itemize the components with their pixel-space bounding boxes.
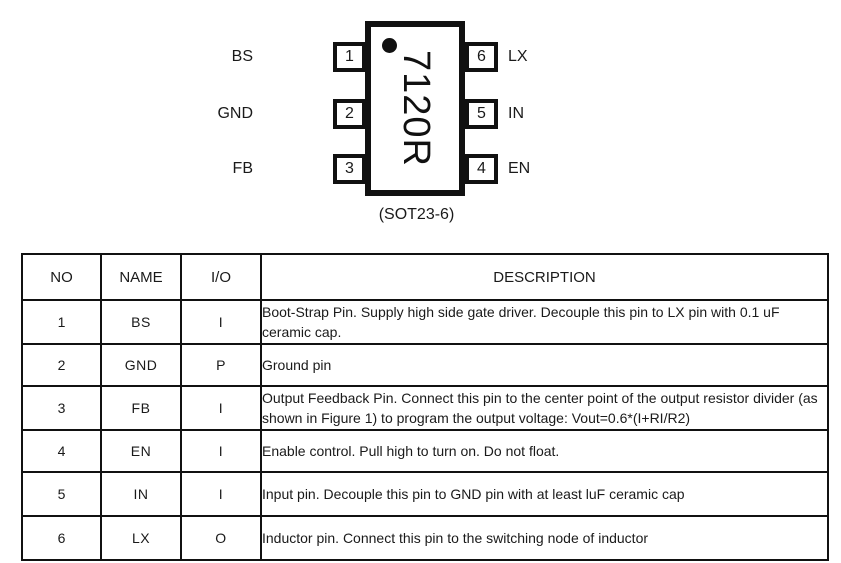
- cell-name: IN: [100, 471, 182, 517]
- cell-io: I: [180, 299, 262, 345]
- package-caption-text: (SOT23-6): [378, 206, 455, 223]
- table-row: 6 LX O Inductor pin. Connect this pin to…: [21, 515, 829, 561]
- cell-name: EN: [100, 429, 182, 473]
- pin-box-3: 3: [333, 154, 366, 184]
- cell-name: FB: [100, 385, 182, 431]
- pin-box-6: 6: [465, 42, 498, 72]
- cell-no: 5: [21, 471, 102, 517]
- table-header-row: NO NAME I/O DESCRIPTION: [21, 253, 829, 301]
- package-diagram: 7120R BS GND FB 1 2 3 6 5 4 LX IN EN (SO…: [0, 0, 841, 245]
- pin-label-fb: FB: [232, 160, 253, 177]
- cell-no: 4: [21, 429, 102, 473]
- cell-io: I: [180, 471, 262, 517]
- cell-io: I: [180, 429, 262, 473]
- cell-no: 3: [21, 385, 102, 431]
- cell-name: LX: [100, 515, 182, 561]
- cell-io: I: [180, 385, 262, 431]
- pin-box-4: 4: [465, 154, 498, 184]
- cell-description: Output Feedback Pin. Connect this pin to…: [260, 385, 829, 431]
- table-row: 5 IN I Input pin. Decouple this pin to G…: [21, 471, 829, 517]
- pin-description-table: NO NAME I/O DESCRIPTION 1 BS I Boot-Stra…: [21, 253, 829, 561]
- pin-label-in: IN: [508, 105, 524, 122]
- pin-label-en: EN: [508, 160, 531, 177]
- cell-name: GND: [100, 343, 182, 387]
- pin-box-2: 2: [333, 99, 366, 129]
- cell-description: Ground pin: [260, 343, 829, 387]
- column-header-io: I/O: [180, 253, 262, 301]
- cell-description: Input pin. Decouple this pin to GND pin …: [260, 471, 829, 517]
- cell-description: Enable control. Pull high to turn on. Do…: [260, 429, 829, 473]
- cell-no: 6: [21, 515, 102, 561]
- pin-1-indicator-dot: [382, 38, 397, 53]
- cell-no: 1: [21, 299, 102, 345]
- pin-box-5: 5: [465, 99, 498, 129]
- column-header-description: DESCRIPTION: [260, 253, 829, 301]
- table-row: 2 GND P Ground pin: [21, 343, 829, 387]
- cell-description: Inductor pin. Connect this pin to the sw…: [260, 515, 829, 561]
- column-header-no: NO: [21, 253, 102, 301]
- table-row: 4 EN I Enable control. Pull high to turn…: [21, 429, 829, 473]
- pin-label-gnd: GND: [217, 105, 253, 122]
- table-row: 3 FB I Output Feedback Pin. Connect this…: [21, 385, 829, 431]
- pin-box-1: 1: [333, 42, 366, 72]
- cell-io: O: [180, 515, 262, 561]
- pin-label-bs: BS: [231, 48, 253, 65]
- cell-name: BS: [100, 299, 182, 345]
- package-caption: (SOT23-6): [0, 206, 841, 224]
- cell-description: Boot-Strap Pin. Supply high side gate dr…: [260, 299, 829, 345]
- cell-io: P: [180, 343, 262, 387]
- table-row: 1 BS I Boot-Strap Pin. Supply high side …: [21, 299, 829, 345]
- pin-label-lx: LX: [508, 48, 528, 65]
- package-body-outline: [365, 21, 465, 196]
- column-header-name: NAME: [100, 253, 182, 301]
- cell-no: 2: [21, 343, 102, 387]
